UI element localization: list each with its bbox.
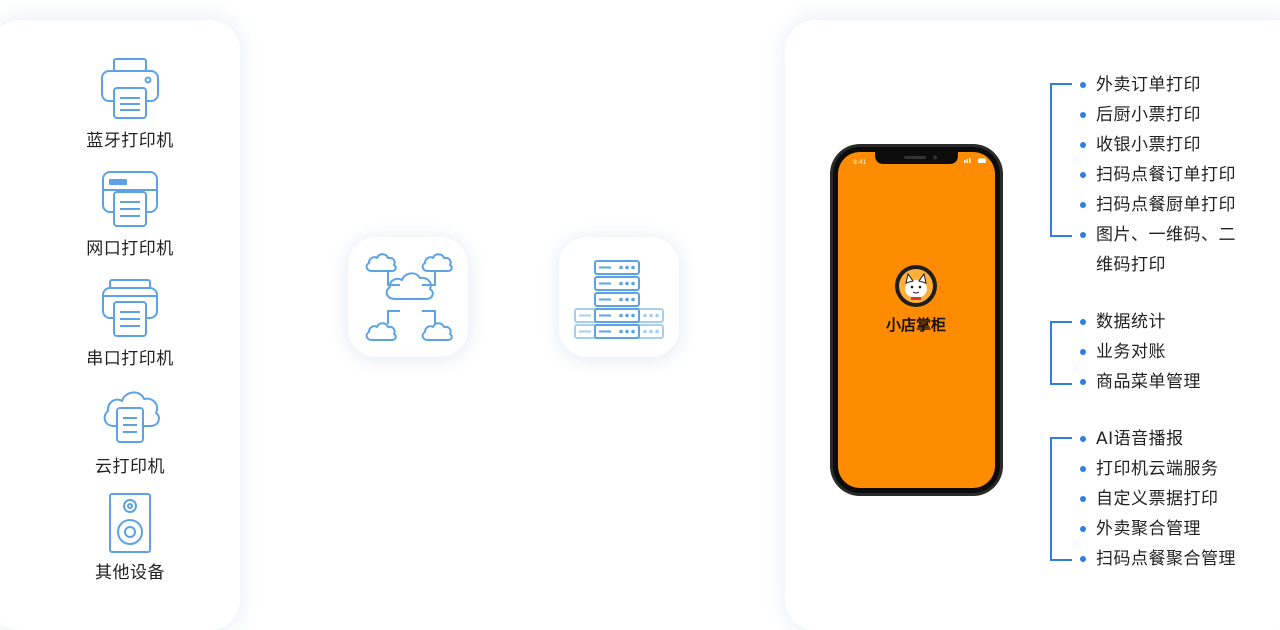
- feature-item: 后厨小票打印: [1080, 100, 1236, 130]
- device-label: 网口打印机: [86, 239, 174, 259]
- feature-item: AI语音播报: [1080, 424, 1236, 454]
- serial-printer-icon: [102, 279, 158, 337]
- feature-item: 外卖订单打印: [1080, 70, 1236, 100]
- app-logo-icon: [895, 265, 937, 307]
- group-bracket: [1050, 437, 1072, 561]
- device-cloud-printer[interactable]: 云打印机: [10, 386, 250, 477]
- cloud-printer-icon: [103, 391, 160, 443]
- network-printer-icon: [102, 171, 158, 227]
- feature-item: 业务对账: [1080, 337, 1201, 367]
- server-tile: [559, 237, 679, 357]
- speaker-icon: [109, 493, 151, 553]
- device-other[interactable]: 其他设备: [10, 492, 250, 583]
- device-network-printer[interactable]: 网口打印机: [10, 166, 250, 259]
- feature-item: 自定义票据打印: [1080, 484, 1236, 514]
- feature-item: 打印机云端服务: [1080, 454, 1236, 484]
- app-name: 小店掌柜: [886, 316, 946, 334]
- feature-item: 收银小票打印: [1080, 130, 1236, 160]
- server-stack-icon: [574, 260, 664, 339]
- phone-mockup: 9:41 小店掌柜: [830, 144, 1003, 496]
- group-bracket: [1050, 321, 1072, 385]
- status-time: 9:41: [853, 159, 867, 166]
- status-icons: [964, 158, 986, 163]
- printer-icon: [101, 58, 159, 119]
- feature-item: 图片、一维码、二: [1080, 220, 1236, 250]
- feature-item: 外卖聚合管理: [1080, 514, 1236, 544]
- group-bracket: [1050, 83, 1072, 237]
- device-label: 云打印机: [95, 457, 165, 477]
- device-label: 蓝牙打印机: [86, 131, 174, 151]
- device-label: 其他设备: [95, 563, 165, 583]
- device-bluetooth-printer[interactable]: 蓝牙打印机: [10, 56, 250, 151]
- cloud-network-tile: [348, 237, 468, 357]
- feature-item: 数据统计: [1080, 307, 1201, 337]
- feature-item-continued: 维码打印: [1096, 255, 1166, 275]
- feature-item: 扫码点餐聚合管理: [1080, 544, 1236, 574]
- device-serial-printer[interactable]: 串口打印机: [10, 276, 250, 369]
- cloud-network-icon: [365, 253, 453, 341]
- feature-item: 商品菜单管理: [1080, 367, 1201, 397]
- app-screen: [838, 152, 995, 488]
- feature-item: 扫码点餐厨单打印: [1080, 190, 1236, 220]
- device-label: 串口打印机: [86, 349, 174, 369]
- feature-item: 扫码点餐订单打印: [1080, 160, 1236, 190]
